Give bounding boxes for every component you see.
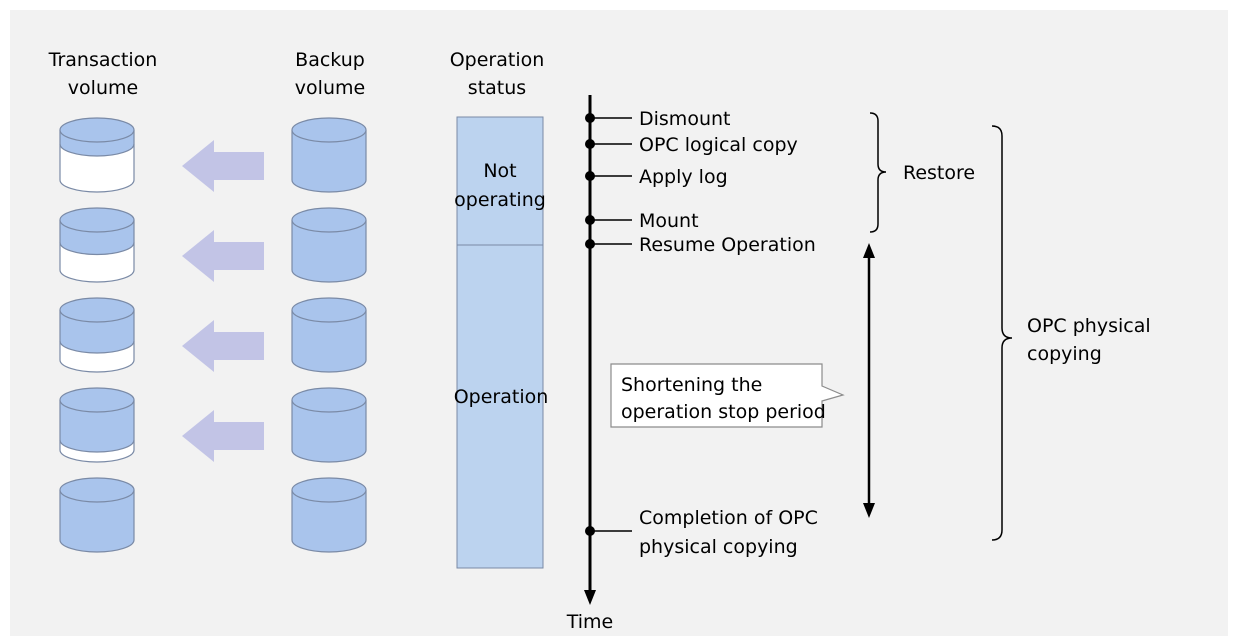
svg-text:Completion of OPC: Completion of OPC [639,507,818,529]
restore-copy-arrow-4 [182,410,264,462]
time-label: Time [566,611,614,633]
not-operating-label: Not operating [454,160,546,211]
transaction-volume-2 [59,207,135,283]
svg-text:Not: Not [483,160,516,182]
timeline: Time Dismount OPC logical copy Apply log… [566,95,818,633]
operation-status-header: Operation status [450,49,545,99]
transaction-volume-header: Transaction volume [48,49,158,99]
event-completion-of-opc-physical-copying: Completion of OPC physical copying [585,507,818,558]
restore-copy-arrow-2 [182,230,264,282]
svg-text:copying: copying [1027,343,1102,365]
backup-volumes [291,117,367,553]
svg-text:Transaction: Transaction [48,49,158,71]
operation-label: Operation [454,386,549,408]
opc-physical-copying-label: OPC physical copying [1027,315,1151,365]
transaction-volumes [59,117,135,553]
opc-physical-copying-brace: OPC physical copying [991,125,1151,541]
restore-label: Restore [903,162,975,184]
backup-volume-3 [291,297,367,373]
backup-volume-4 [291,387,367,463]
operation-status-bar: Not operating Operation [454,116,549,569]
transaction-volume-1 [59,117,135,193]
restore-brace: Restore [869,112,975,233]
event-mount: Mount [585,210,699,232]
svg-text:Mount: Mount [639,210,699,232]
svg-text:operating: operating [454,189,546,211]
shortening-callout: Shortening the operation stop period [610,363,845,428]
transaction-volume-3 [59,297,135,373]
svg-text:Apply log: Apply log [639,166,728,188]
svg-text:Resume Operation: Resume Operation [639,234,816,256]
event-opc-logical-copy: OPC logical copy [585,134,798,156]
svg-text:Shortening the: Shortening the [621,374,762,396]
event-dismount: Dismount [585,108,730,130]
svg-text:volume: volume [295,77,365,99]
backup-volume-5 [291,477,367,553]
copy-arrows [182,140,264,462]
svg-text:Dismount: Dismount [639,108,730,130]
backup-volume-2 [291,207,367,283]
transaction-volume-4 [59,387,135,463]
backup-volume-header: Backup volume [295,49,365,99]
svg-text:OPC logical copy: OPC logical copy [639,134,798,156]
svg-text:status: status [468,77,526,99]
event-apply-log: Apply log [585,166,728,188]
restore-copy-arrow-1 [182,140,264,192]
operation-span-arrow [863,243,875,518]
restore-copy-arrow-3 [182,320,264,372]
svg-text:Operation: Operation [450,49,545,71]
svg-text:OPC physical: OPC physical [1027,315,1151,337]
time-axis-arrowhead [584,590,596,605]
backup-volume-1 [291,117,367,193]
svg-text:physical copying: physical copying [639,536,798,558]
svg-text:operation stop period: operation stop period [621,401,826,423]
svg-text:Backup: Backup [295,49,365,71]
event-resume-operation: Resume Operation [585,234,816,256]
transaction-volume-5 [59,477,135,553]
svg-text:volume: volume [68,77,138,99]
